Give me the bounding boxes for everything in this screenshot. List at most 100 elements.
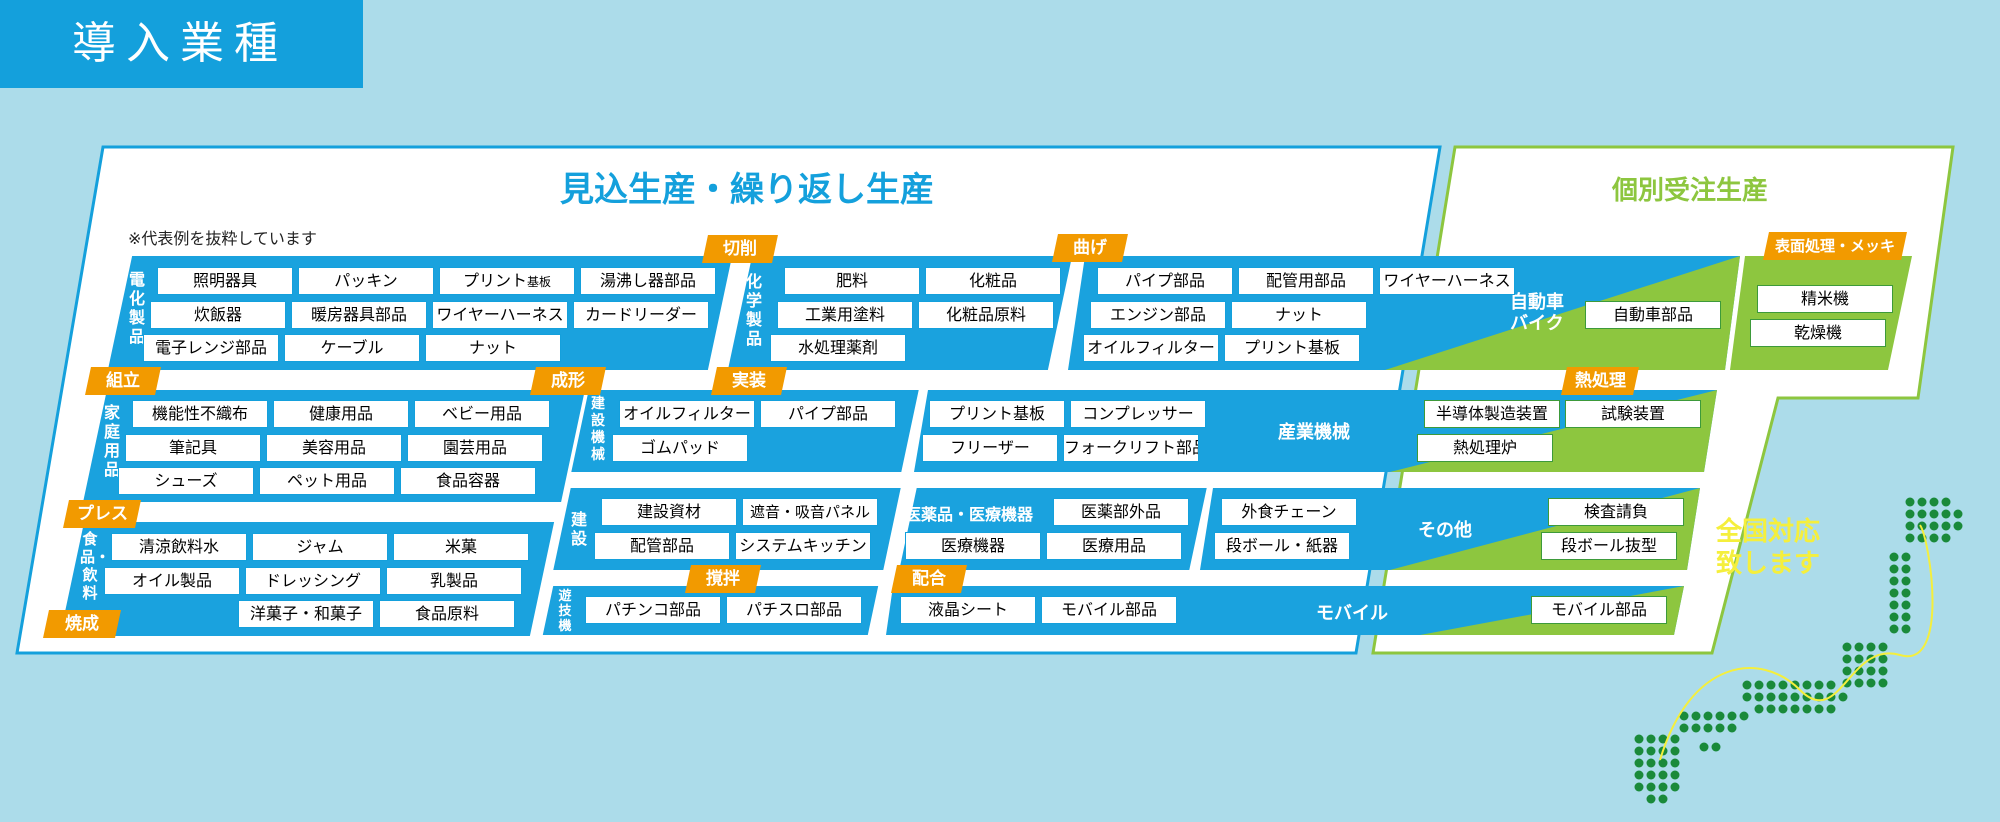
sangyo-label: 産業機械 — [1278, 422, 1350, 443]
map-dot — [1842, 654, 1852, 664]
map-dot — [1901, 564, 1911, 574]
japan-map-dots — [1634, 497, 1963, 804]
katei-item-3: ベビー用品 — [414, 400, 550, 428]
map-dot — [1866, 678, 1876, 688]
map-dot — [1814, 680, 1824, 690]
shokuhin-item-7: 洋菓子・和菓子 — [238, 600, 374, 628]
map-dot — [1670, 734, 1680, 744]
map-dot — [1715, 723, 1725, 733]
shokuhin-item-1: 清涼飲料水 — [111, 533, 247, 561]
jidosha-green — [1385, 256, 1740, 370]
japan-route-line — [1659, 524, 1934, 761]
mobile-item-3: モバイル部品 — [1531, 596, 1667, 624]
map-dot — [1679, 723, 1689, 733]
note-text: ※代表例を抜粋しています — [128, 229, 317, 248]
kagaku-item-1: 肥料 — [784, 267, 920, 295]
map-dot — [1778, 680, 1788, 690]
iyaku-label: 医薬品・医療機器 — [905, 505, 1034, 524]
map-dot — [1739, 711, 1749, 721]
kensetsukikai-item-1: オイルフィルター — [619, 400, 755, 428]
jidosha-item-4: エンジン部品 — [1090, 301, 1226, 329]
iyaku-item-3: 医療用品 — [1046, 532, 1182, 560]
map-dot — [1889, 576, 1899, 586]
map-dot — [1838, 692, 1848, 702]
jidosha-label-line2: バイク — [1510, 313, 1564, 334]
shokuhin-label: 食品・飲料 — [80, 530, 111, 602]
jidosha-item-7: プリント基板 — [1224, 334, 1360, 362]
map-dot — [1658, 782, 1668, 792]
map-dot — [1889, 600, 1899, 610]
tag-seikei: 成形 — [530, 367, 606, 395]
hyomen-item-1: 精米機 — [1757, 285, 1893, 313]
kagaku-item-3: 工業用塗料 — [777, 301, 913, 329]
map-dot — [1889, 612, 1899, 622]
sangyo-item-1: プリント基板 — [929, 400, 1065, 428]
denka-item-10: ケーブル — [284, 334, 420, 362]
japan-text-line2: 致します — [1716, 549, 1821, 579]
map-dot — [1766, 704, 1776, 714]
map-dot — [1901, 624, 1911, 634]
map-dot — [1742, 680, 1752, 690]
tag-netsu: 熱処理 — [1561, 367, 1639, 395]
denka-item-3: プリント基板 — [439, 267, 575, 295]
tag-shosei: 焼成 — [43, 610, 121, 638]
map-dot — [1854, 654, 1864, 664]
map-dot — [1802, 680, 1812, 690]
kagaku-item-4: 化粧品原料 — [918, 301, 1054, 329]
map-dot — [1778, 704, 1788, 714]
map-dot — [1953, 521, 1963, 531]
map-dot — [1866, 666, 1876, 676]
tag-press: プレス — [63, 500, 141, 528]
map-dot — [1842, 678, 1852, 688]
denka-item-1: 照明器具 — [157, 267, 293, 295]
denka-item-6: 暖房器具部品 — [291, 301, 427, 329]
katei-item-9: 食品容器 — [400, 467, 536, 495]
map-dot — [1727, 711, 1737, 721]
jidosha-item-8: 自動車部品 — [1585, 301, 1721, 329]
map-dot — [1646, 758, 1656, 768]
map-dot — [1691, 711, 1701, 721]
map-dot — [1901, 576, 1911, 586]
kensetsu-item-1: 建設資材 — [601, 498, 737, 526]
jidosha-item-3: ワイヤーハーネス — [1379, 267, 1515, 295]
tag-jisso: 実装 — [711, 367, 787, 395]
kagaku-item-5: 水処理薬剤 — [770, 334, 906, 362]
tag-kumitate: 組立 — [85, 367, 161, 395]
kensetsu-label: 建設 — [570, 510, 587, 548]
map-dot — [1901, 600, 1911, 610]
map-dot — [1889, 588, 1899, 598]
denka-item-2: パッキン — [298, 267, 434, 295]
katei-item-4: 筆記具 — [125, 434, 261, 462]
iyaku-item-1: 医薬部外品 — [1053, 498, 1189, 526]
kensetsukikai-label: 建設機械 — [591, 396, 605, 463]
kensetsu-item-4: システムキッチン — [735, 532, 871, 560]
map-dot — [1878, 642, 1888, 652]
map-dot — [1854, 678, 1864, 688]
kagaku-item-2: 化粧品 — [925, 267, 1061, 295]
yugi-label: 遊技機 — [558, 589, 572, 634]
map-dot — [1854, 642, 1864, 652]
map-dot — [1917, 521, 1927, 531]
map-dot — [1703, 711, 1713, 721]
sonota-item-1: 外食チェーン — [1221, 498, 1357, 526]
map-dot — [1754, 680, 1764, 690]
map-dot — [1854, 666, 1864, 676]
map-dot — [1842, 666, 1852, 676]
map-dot — [1634, 746, 1644, 756]
katei-item-5: 美容用品 — [266, 434, 402, 462]
denka-item-3-text: プリント — [462, 271, 527, 290]
map-dot — [1778, 692, 1788, 702]
tag-hyomen: 表面処理・メッキ — [1763, 232, 1907, 260]
kensetsu-item-3: 配管部品 — [594, 532, 730, 560]
map-dot — [1679, 711, 1689, 721]
denka-item-3-note: 基板 — [527, 275, 552, 289]
shokuhin-item-5: ドレッシング — [245, 567, 381, 595]
map-dot — [1878, 678, 1888, 688]
map-dot — [1929, 497, 1939, 507]
denka-item-4: 湯沸し器部品 — [580, 267, 716, 295]
map-dot — [1878, 654, 1888, 664]
map-dot — [1691, 723, 1701, 733]
map-dot — [1634, 770, 1644, 780]
map-dot — [1634, 782, 1644, 792]
map-dot — [1929, 533, 1939, 543]
